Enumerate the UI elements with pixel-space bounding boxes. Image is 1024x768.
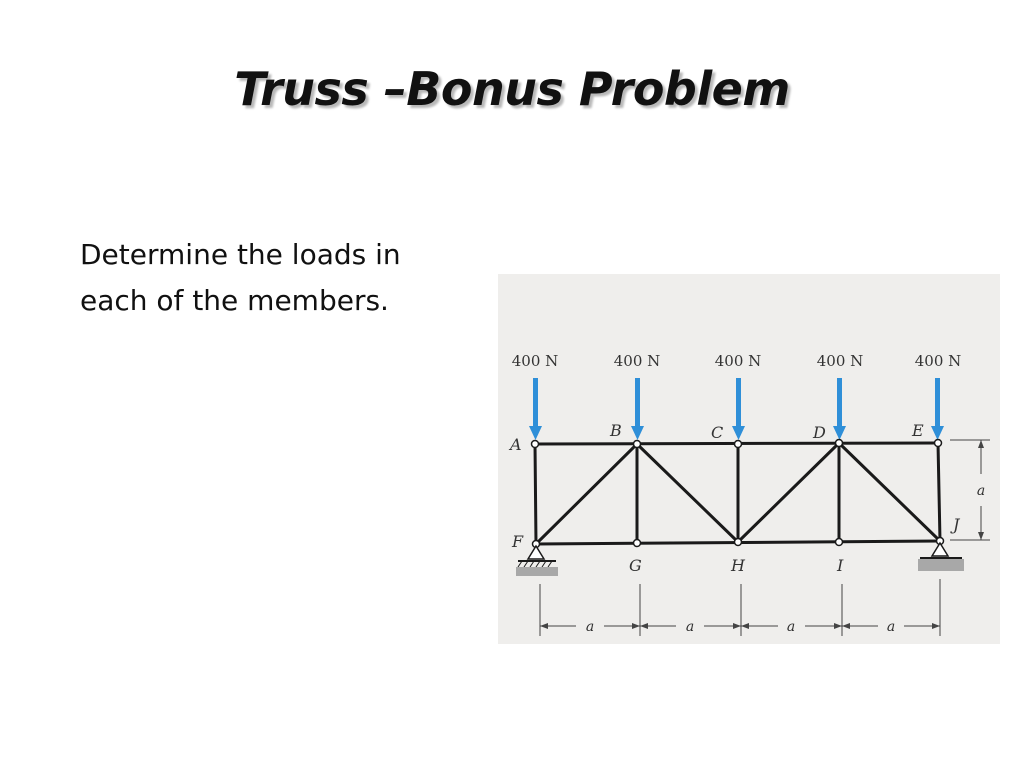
member-hd (736, 441, 841, 544)
truss-figure: 400 N 400 N 400 N 400 N 400 N (498, 274, 1000, 644)
load-arrow-d (833, 378, 846, 440)
joint-label-a: A (508, 435, 522, 454)
joint-b (632, 439, 642, 449)
load-label-a: 400 N (512, 352, 559, 370)
load-label-e: 400 N (915, 352, 962, 370)
span-label-3: a (787, 619, 795, 635)
truss-joints (530, 438, 945, 549)
member-bh (635, 442, 740, 544)
load-arrows (529, 378, 944, 440)
span-label-1: a (586, 619, 594, 635)
roller-support-right (918, 541, 964, 571)
member-fb (534, 442, 639, 546)
slide-title: Truss –Bonus Problem (234, 62, 790, 116)
joint-label-f: F (511, 532, 524, 551)
height-label: a (977, 483, 985, 499)
span-dimensions (539, 579, 941, 636)
joint-c (733, 439, 743, 449)
joint-label-d: D (812, 423, 826, 442)
member-dj (837, 441, 942, 543)
load-arrow-a (529, 378, 542, 440)
truss-members (533, 441, 942, 546)
member-ej (936, 441, 942, 543)
span-label-4: a (887, 619, 895, 635)
joint-label-c: C (711, 423, 723, 442)
load-label-b: 400 N (614, 352, 661, 370)
joint-h (733, 537, 743, 547)
pin-support-left (516, 544, 558, 576)
joint-d (834, 438, 844, 448)
joint-label-e: E (911, 421, 924, 440)
member-af (533, 442, 538, 546)
load-arrow-c (732, 378, 745, 440)
joint-label-b: B (609, 421, 622, 440)
load-arrow-e (931, 378, 944, 440)
joint-label-g: G (629, 556, 642, 575)
load-label-d: 400 N (817, 352, 864, 370)
height-dimension (950, 439, 990, 541)
joint-i (834, 537, 844, 547)
load-arrow-b (631, 378, 644, 440)
joint-label-j: J (950, 515, 961, 534)
problem-statement: Determine the loads in each of the membe… (80, 238, 401, 317)
joint-g (632, 538, 642, 548)
joint-label-h: H (730, 556, 746, 575)
joint-e (933, 438, 943, 448)
joint-a (530, 439, 540, 449)
span-label-2: a (686, 619, 694, 635)
load-label-c: 400 N (715, 352, 762, 370)
figure-background (498, 274, 1000, 644)
joint-label-i: I (836, 556, 844, 575)
